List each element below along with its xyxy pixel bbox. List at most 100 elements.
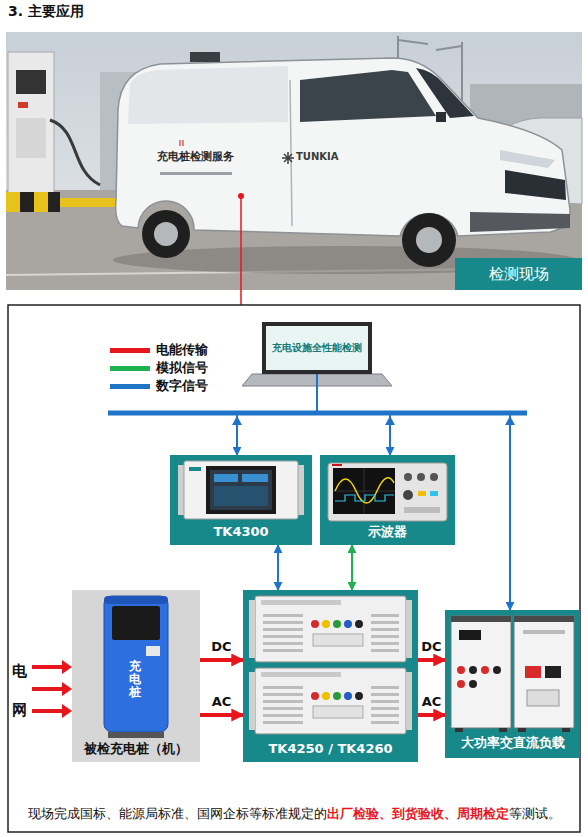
svg-rect bbox=[263, 621, 303, 624]
svg-rect bbox=[499, 728, 507, 732]
svg-circle bbox=[333, 692, 341, 700]
connector bbox=[237, 374, 317, 455]
svg-rect bbox=[48, 192, 60, 212]
legend-text: 数字信号 bbox=[156, 377, 208, 395]
svg-rect bbox=[263, 721, 303, 724]
svg-circle bbox=[457, 680, 465, 688]
svg-rect bbox=[261, 600, 341, 605]
caption-row: 现场完成国标、能源局标准、国网企标等标准规定的出厂检验、到货验收、周期检定等测试… bbox=[0, 803, 588, 823]
node-label: TK4300 bbox=[213, 523, 268, 541]
svg-g bbox=[249, 596, 412, 662]
grid-label: 网 bbox=[12, 701, 27, 719]
laptop-screen: 充电设施全性能检测 bbox=[262, 322, 372, 374]
svg-polygon bbox=[62, 660, 72, 674]
svg-g bbox=[263, 686, 399, 724]
analyzer-illustration bbox=[243, 590, 418, 762]
svg-rect bbox=[263, 714, 303, 717]
caption-highlight: 出厂检验、到货验收、周期检定 bbox=[327, 806, 509, 821]
svg-rect bbox=[184, 461, 298, 519]
svg-line bbox=[284, 154, 292, 162]
svg-path bbox=[416, 68, 474, 118]
svg-rect bbox=[160, 172, 232, 175]
node-label: 示波器 bbox=[368, 523, 407, 541]
svg-circle bbox=[430, 473, 438, 481]
svg-rect bbox=[371, 721, 399, 724]
svg-rect bbox=[436, 112, 446, 122]
svg-rect bbox=[371, 649, 399, 652]
svg-circle bbox=[355, 692, 363, 700]
svg-rect bbox=[20, 192, 34, 212]
svg-rect bbox=[371, 621, 399, 624]
svg-rect bbox=[190, 52, 220, 62]
instrument-box: 示波器 bbox=[320, 455, 455, 545]
load-box: 大功率交直流负载 bbox=[445, 610, 580, 758]
svg-circle bbox=[344, 692, 352, 700]
svg-rect bbox=[518, 728, 526, 732]
svg-rect bbox=[16, 118, 46, 158]
svg-rect bbox=[332, 464, 342, 466]
svg-rect bbox=[104, 596, 168, 604]
svg-polygon bbox=[62, 682, 72, 696]
svg-rect bbox=[371, 707, 399, 710]
svg-rect bbox=[263, 614, 303, 617]
svg-rect bbox=[263, 635, 303, 638]
svg-circle bbox=[322, 620, 330, 628]
svg-circle bbox=[311, 620, 319, 628]
svg-rect bbox=[8, 52, 54, 202]
svg-rect bbox=[371, 614, 399, 617]
svg-rect bbox=[371, 714, 399, 717]
svg-circle bbox=[322, 692, 330, 700]
svg-path bbox=[335, 478, 394, 503]
svg-rect bbox=[371, 693, 399, 696]
svg-circle bbox=[311, 692, 319, 700]
legend-swatch bbox=[110, 366, 150, 371]
svg-rect bbox=[6, 192, 20, 212]
svg-rect bbox=[8, 305, 580, 832]
logo-text: TUNKIA bbox=[296, 151, 339, 163]
svg-rect bbox=[525, 666, 541, 678]
svg-rect bbox=[214, 474, 238, 482]
svg-rect bbox=[298, 465, 304, 515]
svg-g bbox=[249, 668, 412, 734]
svg-rect bbox=[333, 468, 395, 514]
svg-rect bbox=[313, 706, 363, 718]
svg-line bbox=[284, 154, 292, 162]
svg-rect bbox=[146, 646, 160, 656]
svg-path bbox=[300, 70, 436, 122]
svg-rect bbox=[249, 600, 255, 658]
svg-path bbox=[116, 58, 570, 236]
svg-rect bbox=[263, 649, 303, 652]
svg-polygon bbox=[62, 704, 72, 718]
svg-path bbox=[505, 170, 566, 200]
svg-path bbox=[128, 66, 288, 124]
svg-rect bbox=[263, 707, 303, 710]
svg-circle bbox=[333, 620, 341, 628]
svg-circle bbox=[469, 666, 477, 674]
svg-path bbox=[335, 495, 394, 501]
svg-line bbox=[240, 196, 242, 305]
svg-circle bbox=[344, 620, 352, 628]
connector bbox=[317, 374, 390, 455]
scene-tag: 检测现场 bbox=[455, 258, 582, 290]
svg-rect bbox=[263, 628, 303, 631]
svg-rect bbox=[6, 32, 582, 290]
caption-text: 现场完成国标、能源局标准、国网企标等标准规定的 bbox=[28, 806, 327, 821]
connector bbox=[200, 658, 243, 662]
node-label: TK4250 / TK4260 bbox=[268, 740, 392, 758]
connector bbox=[277, 545, 279, 590]
svg-path bbox=[470, 212, 570, 232]
svg-rect bbox=[206, 466, 276, 514]
svg-line bbox=[364, 468, 365, 514]
svg-rect bbox=[255, 596, 406, 662]
svg-rect bbox=[210, 470, 272, 510]
svg-rect bbox=[455, 728, 463, 732]
edge-label: DC bbox=[211, 639, 231, 655]
svg-line bbox=[398, 40, 428, 44]
node-label: 检测现场 bbox=[489, 258, 549, 290]
svg-line bbox=[436, 46, 462, 50]
svg-rect bbox=[263, 693, 303, 696]
svg-rect bbox=[263, 642, 303, 645]
svg-circle bbox=[481, 666, 489, 674]
charger-box: 充电桩被检充电桩（机） bbox=[72, 590, 200, 762]
